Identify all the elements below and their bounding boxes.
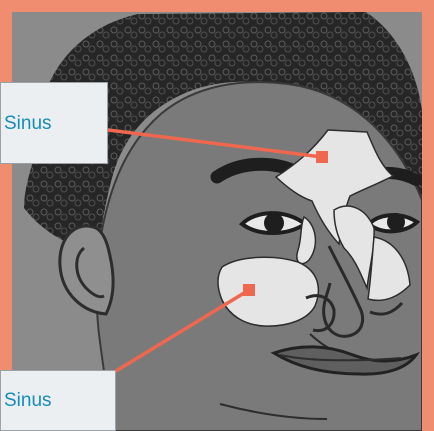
bottom-callout-label: Sinus [4, 391, 52, 410]
right-pupil [387, 213, 405, 231]
left-pupil [264, 213, 284, 233]
top-callout-box: Sinus [0, 82, 108, 164]
face-drawing [12, 12, 422, 431]
face-illustration [12, 12, 422, 431]
bottom-callout-box: Sinus [0, 370, 116, 431]
top-callout-label: Sinus [4, 114, 52, 133]
